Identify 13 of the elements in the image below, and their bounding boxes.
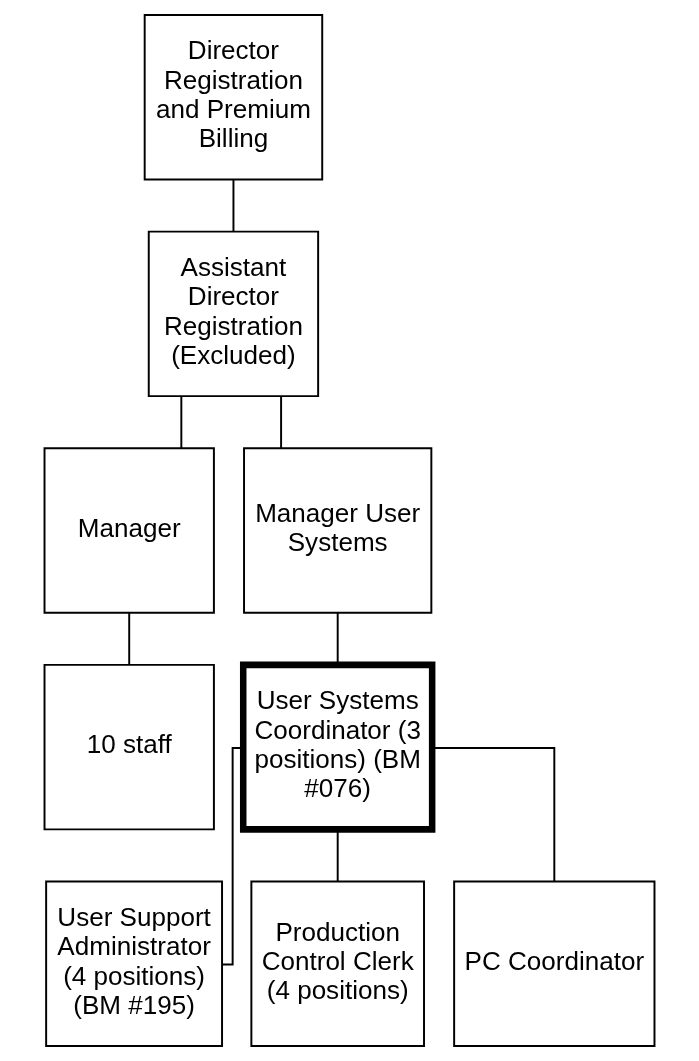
connector — [232, 178, 235, 233]
connector — [280, 395, 283, 450]
node-box: 10 staff — [43, 663, 215, 831]
node-box: Production Control Clerk (4 positions) — [250, 880, 425, 1047]
node-box: User Systems Coordinator (3 positions) (BM #076) — [239, 661, 436, 833]
connector — [180, 395, 183, 450]
node-box: Manager — [43, 447, 215, 614]
connector — [128, 612, 131, 666]
node-box: PC Coordinator — [453, 880, 656, 1047]
node-box: User Support Administrator (4 positions) (BM #195) — [45, 880, 224, 1047]
node-box: Assistant Director Registration (Excluded) — [147, 230, 320, 398]
node-box: Director Registration and Premium Billing — [143, 14, 324, 181]
node-box: Manager User Systems — [243, 447, 433, 614]
